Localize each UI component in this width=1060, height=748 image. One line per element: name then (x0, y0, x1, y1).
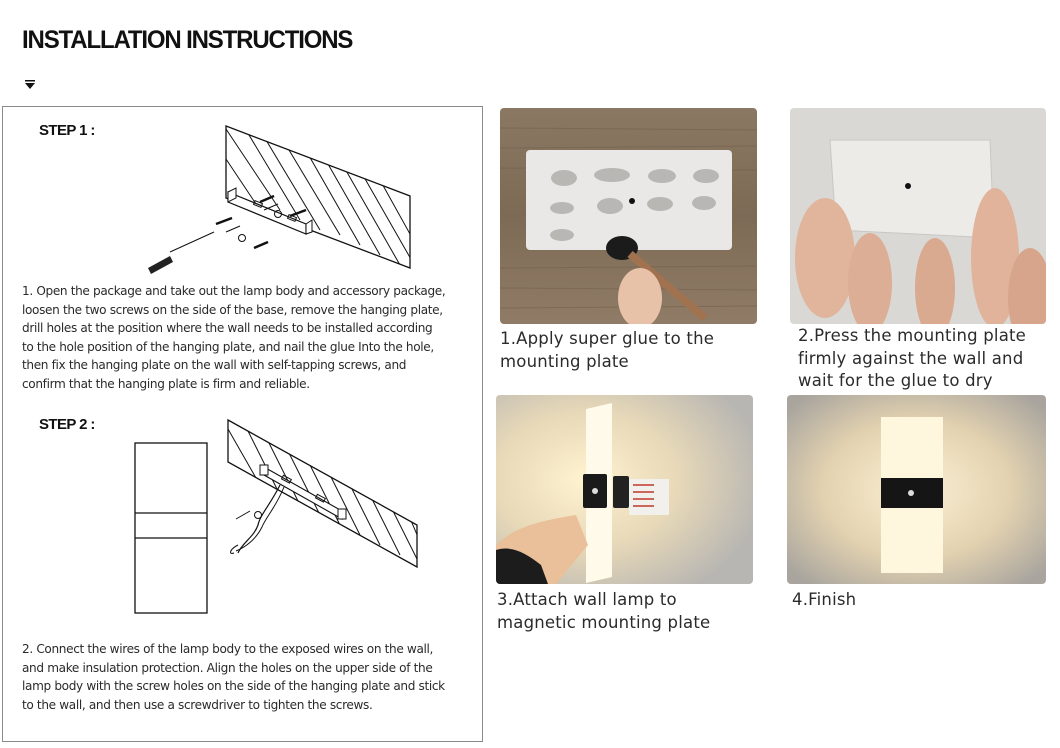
step-2-label: STEP 2 : (39, 416, 95, 433)
finished-wall-lamp-photo (787, 395, 1046, 584)
photo-step-1-caption: 1.Apply super glue to the mounting plate (500, 329, 715, 371)
down-triangle-icon (25, 80, 35, 89)
step-2-text: 2. Connect the wires of the lamp body to… (22, 642, 445, 712)
step-1-text: 1. Open the package and take out the lam… (22, 284, 446, 391)
photo-step-3-caption: 3.Attach wall lamp to magnetic mounting … (497, 590, 711, 632)
instructions-panel (2, 106, 483, 742)
attach-lamp-magnetic-photo (496, 395, 753, 584)
lamp-body-wiring-diagram (134, 418, 418, 614)
page-title: INSTALLATION INSTRUCTIONS (22, 26, 353, 54)
photo-step-4-caption: 4.Finish (792, 590, 857, 609)
photo-step-2-caption: 2.Press the mounting plate firmly agains… (798, 326, 1027, 390)
glue-on-mounting-plate-photo (500, 108, 757, 324)
step-1-label: STEP 1 : (39, 122, 95, 139)
press-plate-on-wall-photo (790, 108, 1046, 324)
wall-mount-plate-screws-diagram (148, 125, 411, 274)
